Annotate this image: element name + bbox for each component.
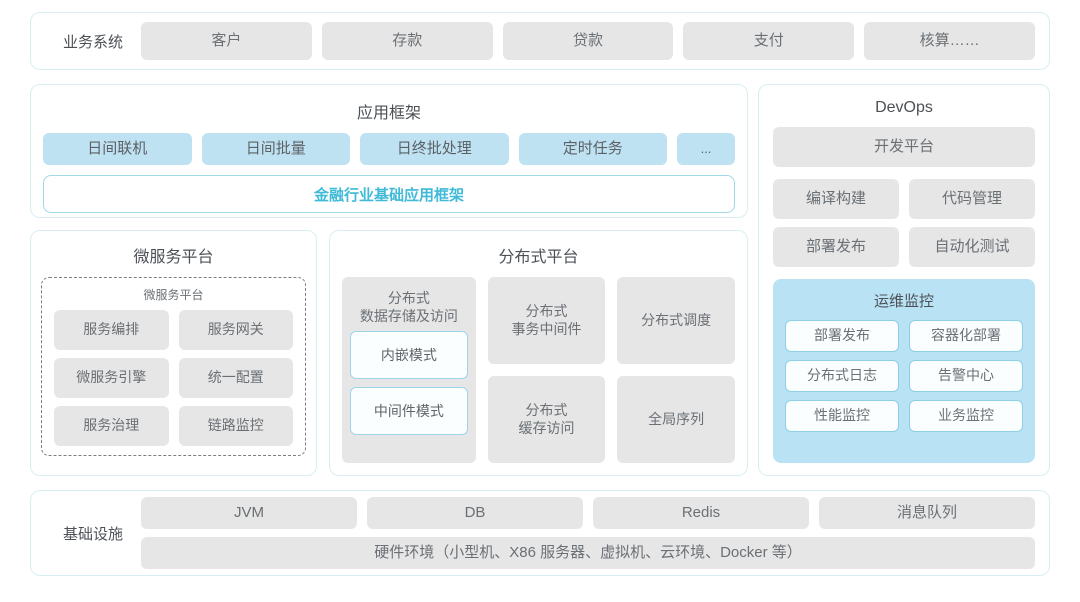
- distributed-platform-title: 分布式平台: [498, 249, 579, 266]
- devops-chip-dev-platform[interactable]: 开发平台: [773, 127, 1035, 167]
- finance-base-framework-banner: 金融行业基础应用框架: [43, 175, 735, 213]
- middle-area: 应用框架 日间联机 日间批量 日终批处理 定时任务 ... 金融行业基础应用框架…: [30, 84, 1050, 476]
- ops-monitoring-title: 运维监控: [873, 293, 934, 310]
- distributed-grid: 分布式 数据存储及访问 内嵌模式 中间件模式 分布式 事务中间件 分布式 缓存访…: [342, 277, 736, 463]
- devops-chip-compile-build[interactable]: 编译构建: [773, 179, 899, 219]
- storage-mode-embedded[interactable]: 内嵌模式: [350, 331, 468, 380]
- business-chip-loan[interactable]: 贷款: [502, 22, 674, 60]
- distributed-platform-card: 分布式平台 分布式 数据存储及访问 内嵌模式 中间件模式 分布式 事务中间件 分…: [329, 230, 748, 476]
- distributed-column-3: 分布式调度 全局序列: [617, 277, 736, 463]
- ops-chip-alert-center[interactable]: 告警中心: [909, 360, 1023, 392]
- business-system-label: 业务系统: [62, 33, 123, 51]
- appfw-chip-eod-batch[interactable]: 日终批处理: [360, 133, 509, 165]
- ops-chip-distributed-log[interactable]: 分布式日志: [785, 360, 899, 392]
- ops-chip-deploy-release[interactable]: 部署发布: [785, 320, 899, 352]
- business-chip-payment[interactable]: 支付: [683, 22, 855, 60]
- dist-chip-scheduling[interactable]: 分布式调度: [617, 277, 736, 364]
- ops-chip-performance-monitoring[interactable]: 性能监控: [785, 400, 899, 432]
- platform-band: 微服务平台 微服务平台 服务编排 服务网关 微服务引擎 统一配置 服务治理 链路…: [30, 230, 748, 476]
- business-system-chips: 客户 存款 贷款 支付 核算……: [141, 22, 1035, 60]
- business-system-row: 业务系统 客户 存款 贷款 支付 核算……: [30, 12, 1050, 70]
- appfw-chip-daytime-online[interactable]: 日间联机: [43, 133, 192, 165]
- micro-chip-service-governance[interactable]: 服务治理: [54, 406, 169, 446]
- microservice-platform-card: 微服务平台 微服务平台 服务编排 服务网关 微服务引擎 统一配置 服务治理 链路…: [30, 230, 317, 476]
- infra-chip-jvm[interactable]: JVM: [141, 497, 357, 529]
- business-chip-customer[interactable]: 客户: [141, 22, 312, 60]
- dist-chip-transaction-middleware[interactable]: 分布式 事务中间件: [487, 277, 606, 364]
- micro-chip-service-orchestration[interactable]: 服务编排: [54, 310, 169, 350]
- dist-chip-cache-access[interactable]: 分布式 缓存访问: [487, 376, 606, 463]
- infrastructure-row: 基础设施 JVM DB Redis 消息队列 硬件环境（小型机、X86 服务器、…: [30, 490, 1050, 576]
- ops-monitoring-grid: 部署发布 容器化部署 分布式日志 告警中心 性能监控 业务监控: [785, 320, 1023, 432]
- devops-chip-deploy-release[interactable]: 部署发布: [773, 227, 899, 267]
- appfw-chip-more[interactable]: ...: [677, 133, 735, 165]
- ops-chip-containerized-deploy[interactable]: 容器化部署: [909, 320, 1023, 352]
- infra-chip-message-queue[interactable]: 消息队列: [819, 497, 1035, 529]
- micro-chip-unified-config[interactable]: 统一配置: [178, 358, 293, 398]
- infrastructure-stack: JVM DB Redis 消息队列 硬件环境（小型机、X86 服务器、虚拟机、云…: [141, 497, 1035, 569]
- micro-chip-trace-monitoring[interactable]: 链路监控: [178, 406, 293, 446]
- business-chip-deposit[interactable]: 存款: [321, 22, 493, 60]
- infra-chip-hardware-environment[interactable]: 硬件环境（小型机、X86 服务器、虚拟机、云环境、Docker 等）: [141, 537, 1035, 569]
- devops-chip-code-management[interactable]: 代码管理: [909, 179, 1035, 219]
- devops-chip-automated-testing[interactable]: 自动化测试: [909, 227, 1035, 267]
- distributed-column-2: 分布式 事务中间件 分布式 缓存访问: [487, 277, 606, 463]
- microservice-inner-title: 微服务平台: [143, 288, 204, 302]
- distributed-storage-group: 分布式 数据存储及访问 内嵌模式 中间件模式: [342, 277, 476, 463]
- distributed-storage-title: 分布式 数据存储及访问: [359, 290, 458, 325]
- application-framework-tags: 日间联机 日间批量 日终批处理 定时任务 ...: [43, 133, 735, 165]
- micro-chip-microservice-engine[interactable]: 微服务引擎: [54, 358, 169, 398]
- infra-chip-db[interactable]: DB: [367, 497, 583, 529]
- micro-chip-service-gateway[interactable]: 服务网关: [178, 310, 293, 350]
- infra-chip-redis[interactable]: Redis: [593, 497, 809, 529]
- microservice-platform-title: 微服务平台: [133, 249, 214, 266]
- storage-mode-middleware[interactable]: 中间件模式: [350, 387, 468, 436]
- devops-card: DevOps 开发平台 编译构建 代码管理 部署发布 自动化测试 运维监控 部署…: [758, 84, 1050, 476]
- infrastructure-chips: JVM DB Redis 消息队列: [141, 497, 1035, 529]
- ops-chip-business-monitoring[interactable]: 业务监控: [909, 400, 1023, 432]
- microservice-inner-dashed-box: 微服务平台 服务编排 服务网关 微服务引擎 统一配置 服务治理 链路监控: [41, 277, 306, 456]
- platform-column: 应用框架 日间联机 日间批量 日终批处理 定时任务 ... 金融行业基础应用框架…: [30, 84, 748, 476]
- application-framework-title: 应用框架: [356, 105, 421, 122]
- devops-title: DevOps: [875, 99, 933, 116]
- appfw-chip-scheduled-task[interactable]: 定时任务: [518, 133, 667, 165]
- application-framework-card: 应用框架 日间联机 日间批量 日终批处理 定时任务 ... 金融行业基础应用框架: [30, 84, 748, 218]
- appfw-chip-daytime-batch[interactable]: 日间批量: [201, 133, 350, 165]
- business-chip-accounting[interactable]: 核算……: [864, 22, 1035, 60]
- devops-items-grid: 编译构建 代码管理 部署发布 自动化测试: [773, 179, 1035, 267]
- ops-monitoring-group: 运维监控 部署发布 容器化部署 分布式日志 告警中心 性能监控 业务监控: [773, 279, 1035, 463]
- infrastructure-label: 基础设施: [62, 525, 123, 543]
- microservice-items-grid: 服务编排 服务网关 微服务引擎 统一配置 服务治理 链路监控: [54, 310, 293, 446]
- dist-chip-global-sequence[interactable]: 全局序列: [617, 376, 736, 463]
